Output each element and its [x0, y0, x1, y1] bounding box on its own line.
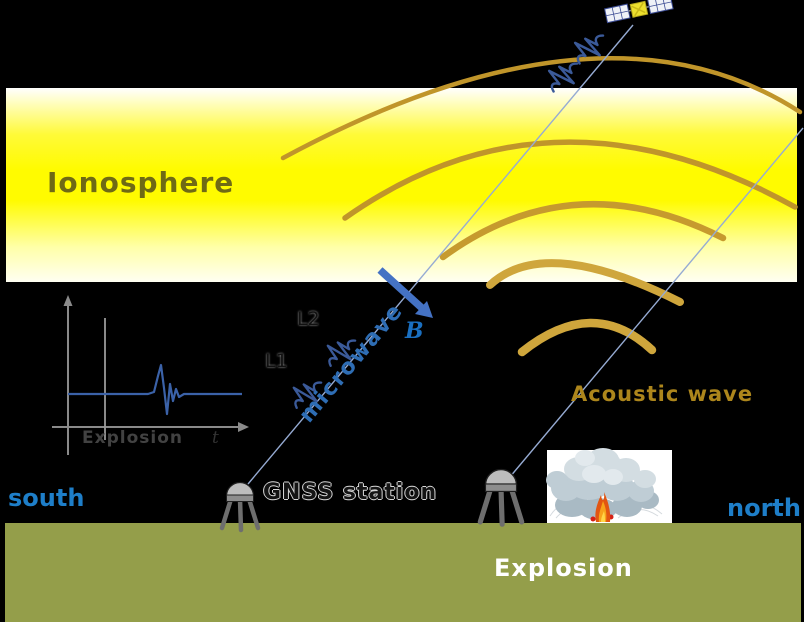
- explosion-ground-label: Explosion: [494, 554, 633, 582]
- inset-x-axis-arrow: [238, 422, 249, 432]
- gnss-antenna-icon-south: [222, 483, 258, 531]
- satellite-signal-line-south: [247, 24, 634, 485]
- b-field-arrow: [377, 267, 433, 318]
- inset-explosion-label: Explosion: [82, 428, 183, 448]
- north-direction-label: north: [727, 494, 801, 522]
- south-direction-label: south: [8, 484, 85, 512]
- acoustic-wave-label: Acoustic wave: [571, 382, 754, 406]
- l1-frequency-label: L1: [265, 350, 288, 372]
- acoustic-arc-2: [342, 139, 798, 221]
- acoustic-wave-arcs: [280, 56, 803, 357]
- explosion-cloud-icon: [546, 448, 672, 523]
- acoustic-arc-4: [486, 259, 684, 306]
- magnetic-field-label: B: [405, 318, 424, 344]
- satellite-icon: [604, 0, 674, 24]
- ionosphere-label: Ionosphere: [47, 166, 235, 199]
- ground-band: [5, 523, 801, 622]
- acoustic-arc-1: [280, 56, 803, 161]
- gnss-antenna-icon-north: [480, 470, 521, 525]
- satellite-signal-line-north: [503, 127, 804, 485]
- inset-signal-trace: [68, 363, 242, 416]
- inset-time-axis-label: t: [212, 428, 219, 448]
- acoustic-arc-5: [517, 318, 657, 357]
- acoustic-arc-3: [439, 200, 727, 261]
- inset-y-axis-arrow: [63, 295, 73, 306]
- l2-frequency-label: L2: [297, 308, 320, 330]
- gnss-station-label: GNSS station: [263, 480, 438, 505]
- inset-plot: [52, 295, 249, 455]
